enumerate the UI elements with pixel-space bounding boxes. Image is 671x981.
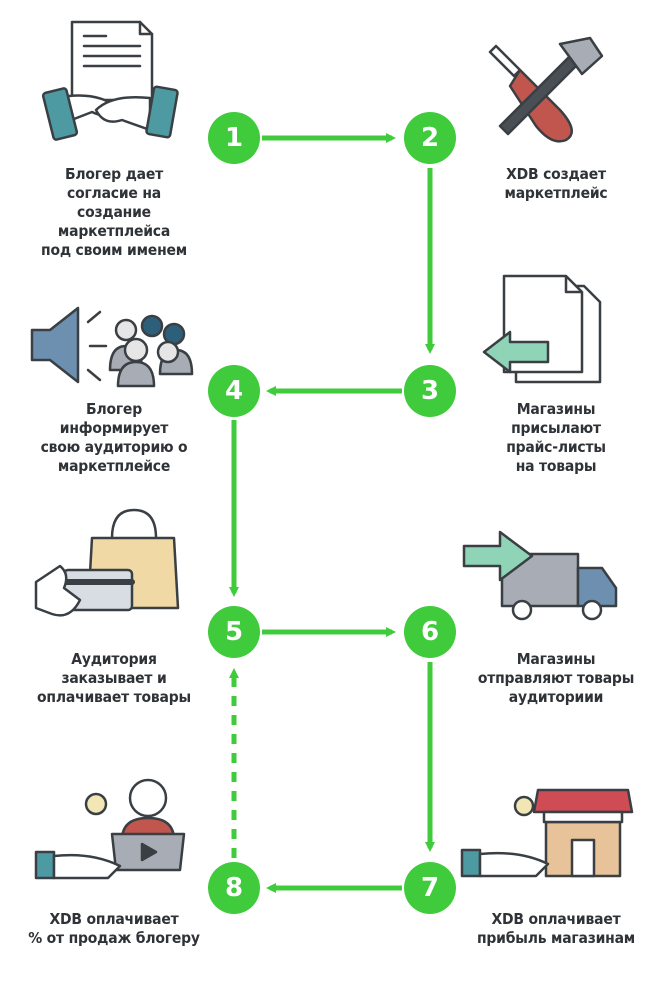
documents-arrow-icon — [482, 274, 602, 384]
handshake-contract-icon — [41, 20, 179, 141]
step-7-circle: 7 — [404, 862, 456, 914]
step-6-caption: Магазины отправляют товары аудиториии — [477, 650, 635, 706]
megaphone-audience-icon — [30, 306, 194, 388]
shopping-bag-card-icon — [34, 508, 180, 617]
step-1-caption: Блогер дает согласие на создание маркетп… — [41, 165, 187, 259]
delivery-truck-icon — [462, 530, 618, 621]
step-4-circle: 4 — [208, 365, 260, 417]
step-3-circle: 3 — [404, 365, 456, 417]
step-4-caption: Блогер информирует свою аудиторию о марк… — [40, 400, 188, 475]
store-payment-icon — [460, 788, 634, 878]
step-5-caption: Аудитория заказывает и оплачивает товары — [37, 650, 191, 706]
step-2-circle: 2 — [404, 112, 456, 164]
step-2-caption: XDB создает маркетплейс — [504, 165, 608, 202]
step-5-circle: 5 — [208, 606, 260, 658]
step-3-caption: Магазины присылают прайс-листы на товары — [506, 400, 606, 475]
step-7-caption: XDB оплачивает прибыль магазинам — [476, 910, 636, 947]
tools-icon — [488, 36, 604, 143]
step-6-circle: 6 — [404, 606, 456, 658]
blogger-payment-icon — [34, 778, 186, 880]
step-8-caption: XDB оплачивает % от продаж блогеру — [28, 910, 200, 947]
step-8-circle: 8 — [208, 862, 260, 914]
step-1-circle: 1 — [208, 112, 260, 164]
